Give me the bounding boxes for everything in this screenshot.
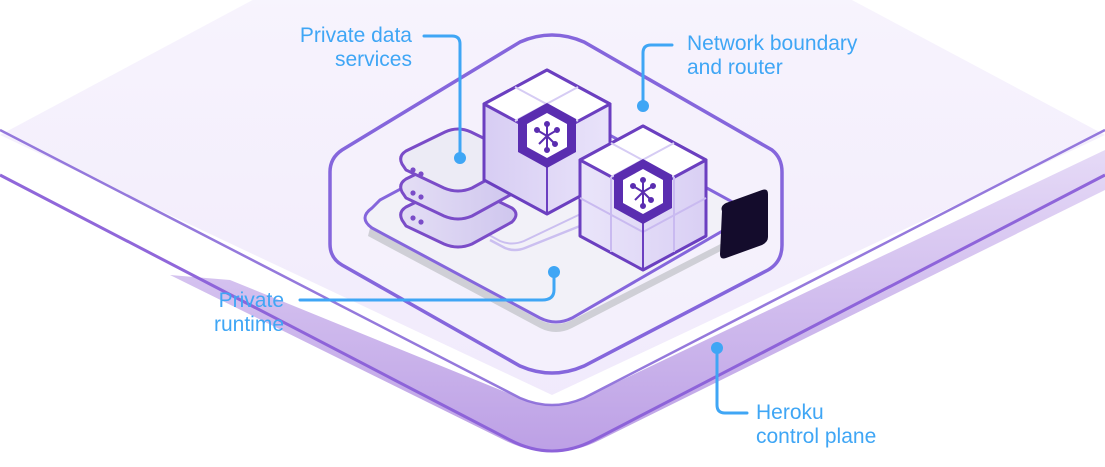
label-control-plane-line1: Heroku [756, 401, 824, 424]
label-network-line1: Network boundary [687, 32, 858, 55]
callout-dot-data-services [454, 152, 466, 164]
callout-dots [454, 100, 723, 354]
label-data-services: Private data services [240, 24, 412, 72]
label-control-plane: Heroku control plane [756, 401, 876, 449]
callout-line-runtime [298, 270, 556, 302]
label-control-plane-line2: control plane [756, 425, 877, 448]
label-data-services-line2: services [334, 48, 412, 71]
control-plane-edge-lower [0, 173, 1105, 453]
label-runtime-line2: runtime [213, 313, 284, 336]
node-network-icon [534, 121, 560, 153]
label-runtime-line1: Private [218, 289, 284, 312]
callout-dot-runtime [548, 266, 560, 278]
runtime-inner-link-2 [479, 199, 611, 245]
dyno-hex-1 [518, 103, 576, 168]
label-data-services-line1: Private data [299, 24, 412, 47]
node-network-icon [630, 177, 656, 209]
label-network: Network boundary and router [687, 32, 857, 80]
dyno-cube-2 [578, 124, 708, 272]
dyno-hex-2 [614, 159, 672, 224]
control-plane-side [170, 150, 1105, 452]
label-runtime: Private runtime [160, 289, 284, 337]
router-block [720, 189, 768, 259]
label-network-line2: and router [687, 56, 783, 79]
runtime-inner-link [489, 208, 621, 252]
control-plane-edge-upper [0, 128, 1105, 407]
callout-line-data-services [422, 34, 462, 160]
callout-lines [298, 34, 749, 415]
callout-dot-control-plane [711, 342, 723, 354]
callout-line-network [641, 43, 674, 106]
callout-line-control-plane [715, 348, 749, 415]
callout-dot-network [637, 100, 649, 112]
